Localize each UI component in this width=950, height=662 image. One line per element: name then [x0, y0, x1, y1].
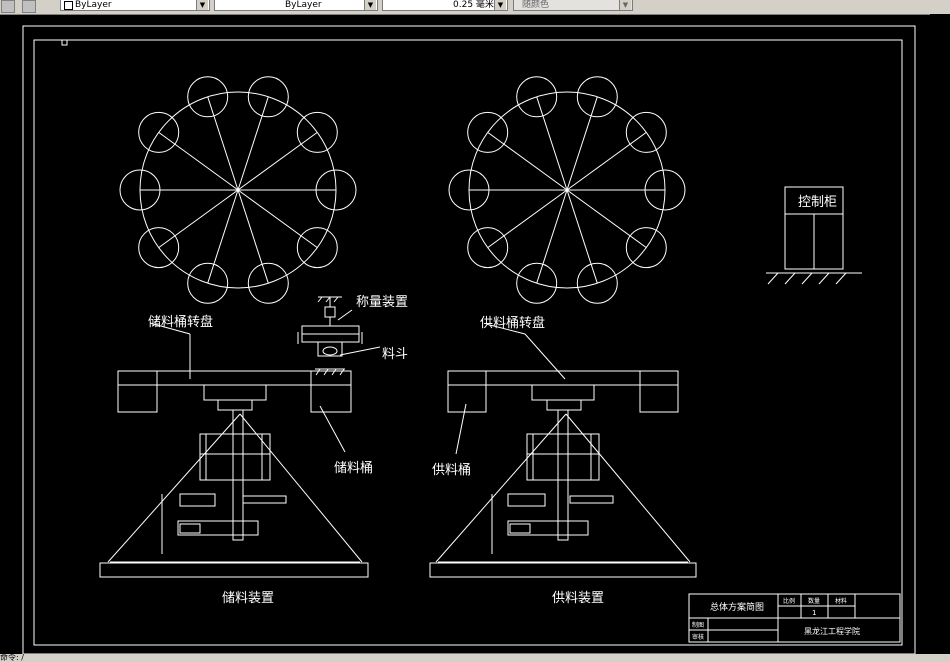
title-block-row-review: 审核: [692, 633, 704, 641]
turntable-spoke: [536, 96, 568, 191]
label-storage-bucket: 储料桶: [334, 461, 373, 476]
bucket-circle: [467, 111, 509, 153]
layer-state-icon[interactable]: [1, 0, 15, 13]
bucket-circle: [315, 169, 357, 211]
bucket-circle: [138, 111, 180, 153]
chevron-down-icon[interactable]: ▼: [494, 0, 506, 10]
color-swatch-icon: [64, 1, 73, 10]
bucket-circle: [516, 76, 558, 118]
bucket-circle: [296, 111, 338, 153]
ucs-marker: [61, 39, 68, 46]
label-supply-turntable: 供料桶转盘: [480, 315, 545, 331]
turntable-spoke: [207, 189, 239, 284]
bucket-circle: [576, 76, 618, 118]
turntable-spoke: [237, 96, 269, 191]
title-block-col-material: 材料: [835, 597, 847, 605]
title-block-drawing-title: 总体方案简图: [710, 601, 764, 613]
turntable-spoke: [487, 131, 568, 191]
caption-storage-device: 储料装置: [222, 591, 274, 606]
bucket-circle: [576, 262, 618, 304]
bucket-circle: [625, 111, 667, 153]
sheet-inner-border: [33, 39, 903, 646]
turntable-spoke: [566, 96, 598, 191]
turntable-spoke: [566, 189, 598, 284]
turntable-spoke: [237, 131, 318, 191]
title-block-row-draw: 制图: [692, 621, 704, 629]
supply-device-frontview: [429, 323, 697, 578]
linetype-combo[interactable]: ByLayer ▼: [214, 0, 378, 11]
sheet-outer-border: [22, 25, 916, 654]
color-combo[interactable]: ByLayer ▼: [60, 0, 210, 11]
drawing-canvas[interactable]: 储料桶转盘 称量装置 料斗 储料桶 供料桶转盘 供料桶 控制柜 储料装置 供料装…: [0, 14, 930, 654]
turntable-spoke: [536, 189, 568, 284]
weighing-device: [297, 296, 381, 376]
vertical-scrollbar[interactable]: [930, 14, 950, 654]
bucket-circle: [516, 262, 558, 304]
title-block-qty-value: 1: [812, 609, 816, 617]
label-control-cabinet: 控制柜: [798, 195, 837, 210]
bucket-circle: [247, 76, 289, 118]
storage-device-frontview: [99, 322, 369, 578]
chevron-down-icon[interactable]: ▼: [196, 0, 208, 10]
label-weighing: 称量装置: [356, 295, 408, 310]
layer-previous-icon[interactable]: [22, 0, 36, 13]
turntable-spoke: [207, 96, 239, 191]
bucket-circle: [296, 227, 338, 269]
turntable-spoke: [158, 131, 239, 191]
bucket-circle: [138, 227, 180, 269]
turntable-spoke: [237, 189, 318, 249]
bucket-circle: [247, 262, 289, 304]
supply-turntable-topview: [448, 76, 686, 304]
bucket-circle: [119, 169, 161, 211]
plotstyle-combo: 随颜色 ▼: [513, 0, 633, 11]
bucket-circle: [448, 169, 490, 211]
caption-supply-device: 供料装置: [552, 591, 604, 606]
label-supply-bucket: 供料桶: [432, 463, 471, 478]
storage-turntable-topview: [119, 76, 357, 304]
bucket-circle: [467, 227, 509, 269]
turntable-spoke: [237, 189, 269, 284]
bucket-circle: [644, 169, 686, 211]
control-cabinet: [766, 186, 862, 285]
title-block: [688, 593, 901, 643]
turntable-spoke: [566, 189, 647, 249]
properties-toolbar: ByLayer ▼ ByLayer ▼ 0.25 毫米 ▼ 随颜色 ▼: [0, 0, 950, 15]
label-hopper: 料斗: [382, 347, 408, 362]
command-line[interactable]: 命令: /: [0, 654, 950, 662]
turntable-spoke: [566, 131, 647, 191]
lineweight-combo[interactable]: 0.25 毫米 ▼: [382, 0, 508, 11]
label-storage-turntable: 储料桶转盘: [148, 314, 213, 330]
turntable-spoke: [487, 189, 568, 249]
chevron-down-icon: ▼: [619, 0, 631, 10]
title-block-col-qty: 数量: [808, 597, 820, 605]
chevron-down-icon[interactable]: ▼: [364, 0, 376, 10]
bucket-circle: [187, 76, 229, 118]
bucket-circle: [625, 227, 667, 269]
turntable-spoke: [158, 189, 239, 249]
title-block-col-scale: 比例: [783, 597, 795, 605]
title-block-institution: 黑龙江工程学院: [804, 626, 860, 636]
command-text: 命令: /: [0, 654, 24, 662]
bucket-circle: [187, 262, 229, 304]
